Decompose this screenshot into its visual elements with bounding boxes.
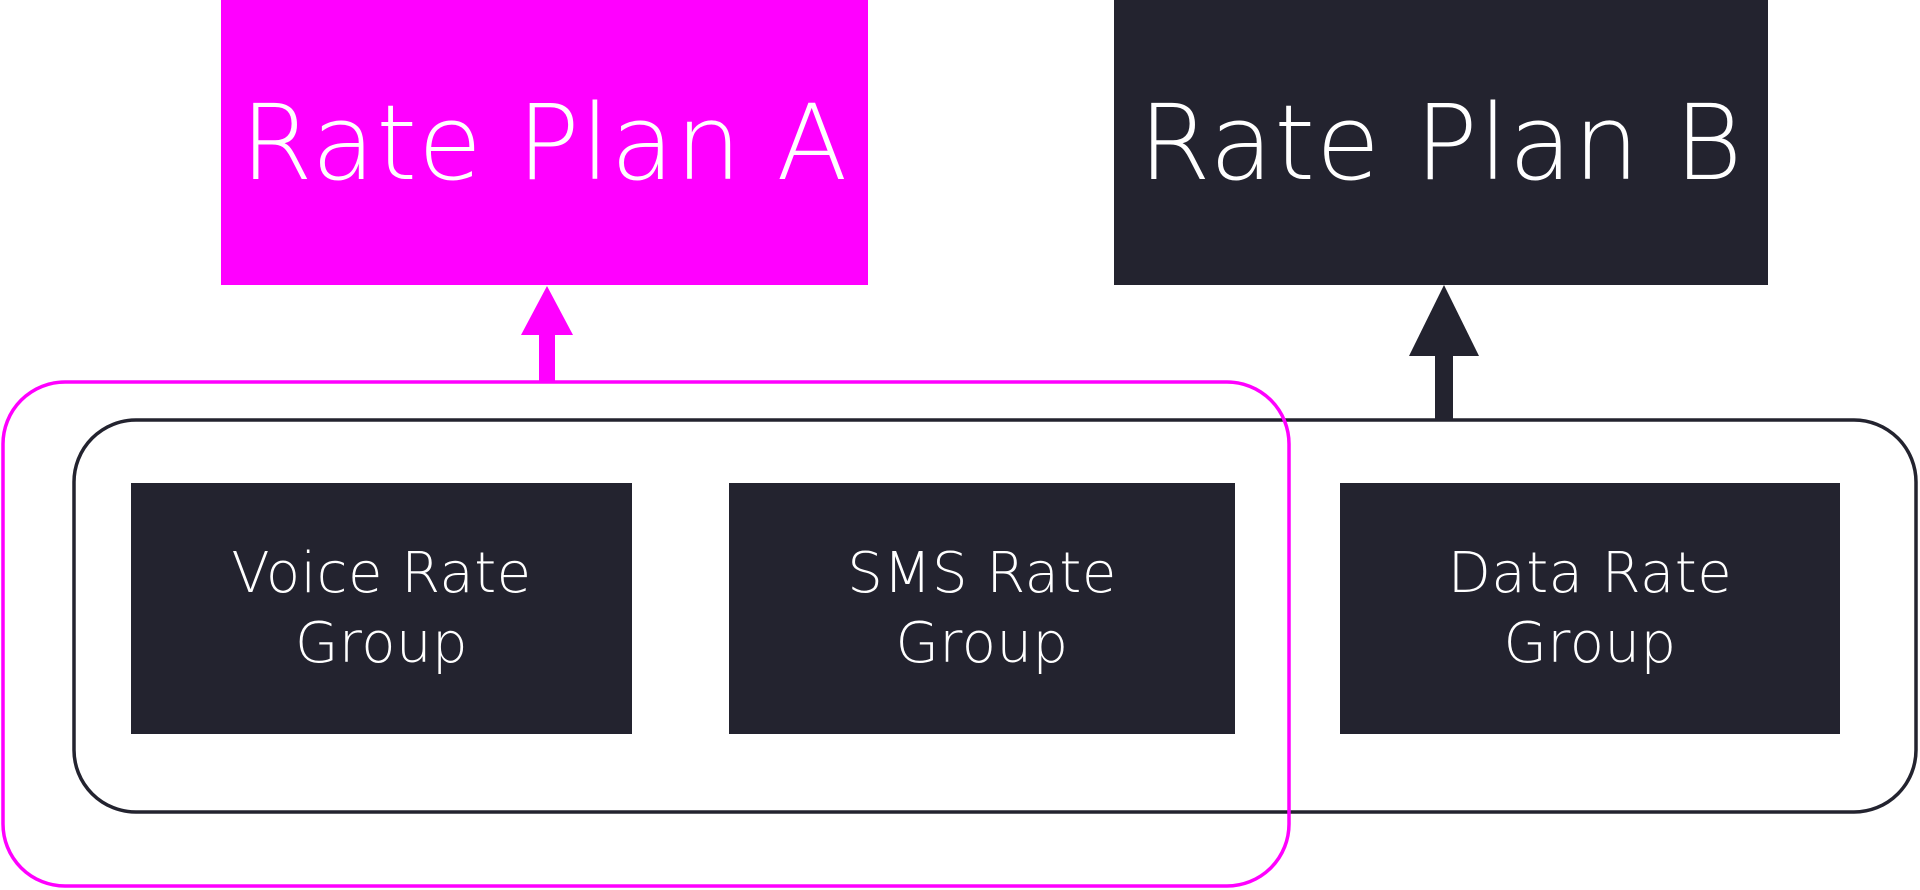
rate-plan-b-box: Rate Plan B: [1114, 0, 1768, 285]
plan-b-group-outline: [72, 418, 1918, 814]
data-rate-group-line1: Data Rate: [1447, 540, 1733, 606]
sms-rate-group-line2: Group: [895, 610, 1069, 676]
voice-rate-group-line2: Group: [295, 610, 468, 676]
rate-plan-b-label: Rate Plan B: [1138, 81, 1744, 204]
sms-rate-group-box: SMS Rate Group: [729, 483, 1235, 734]
voice-rate-group-box: Voice Rate Group: [131, 483, 632, 734]
plan-a-group-outline: [1, 380, 1291, 888]
arrow-to-plan-b: [1409, 285, 1479, 420]
arrow-to-plan-a: [521, 286, 573, 382]
data-rate-group-line2: Group: [1503, 610, 1677, 676]
rate-plan-a-label: Rate Plan A: [240, 81, 849, 204]
rate-plan-a-box: Rate Plan A: [221, 0, 868, 285]
voice-rate-group-line1: Voice Rate: [231, 540, 532, 606]
sms-rate-group-line1: SMS Rate: [847, 540, 1117, 606]
data-rate-group-box: Data Rate Group: [1340, 483, 1840, 734]
